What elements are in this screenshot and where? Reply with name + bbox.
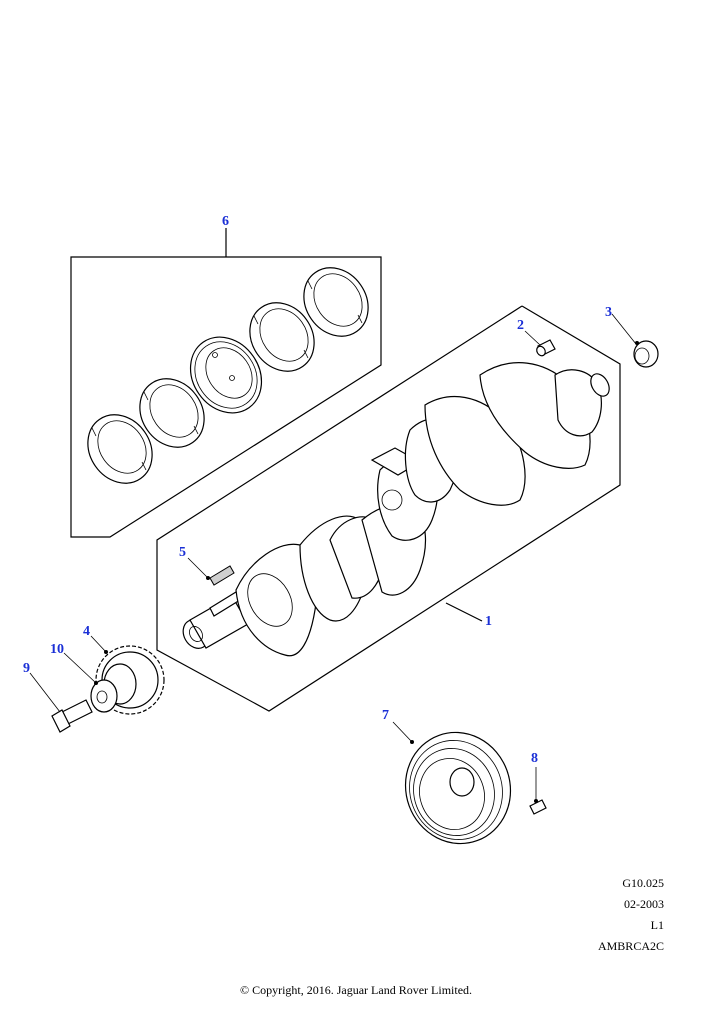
callout-7: 7 [382,708,389,723]
callout-9: 9 [23,661,30,676]
callout-1: 1 [485,614,492,629]
figure-ref: AMBRCA2C [597,939,664,953]
dowel-pin-2 [524,330,556,357]
bearing-shell-5 [303,267,369,337]
main-bearing-shells [87,267,369,484]
dowel-pin-8 [529,767,547,815]
crankshaft [182,362,610,657]
figure-date: 02-2003 [624,897,664,911]
bearing-shell-1 [87,414,153,484]
washer-10 [63,652,118,713]
pilot-bush-3 [611,313,659,368]
copyright-notice: © Copyright, 2016. Jaguar Land Rover Lim… [239,983,473,997]
callout-3: 3 [605,305,612,320]
bearing-shell-2 [139,378,205,448]
bearing-shell-4 [249,302,315,372]
bolt-9 [29,672,93,733]
callout-4: 4 [83,624,90,639]
crankshaft-group-frame [156,305,621,712]
key-5-leader [187,557,210,580]
crankshaft-pulley-7 [392,721,512,845]
callout-5: 5 [179,545,186,560]
callout-8: 8 [531,751,538,766]
figure-level: L1 [650,918,664,932]
bearing-shells-group-frame [70,228,382,538]
figure-code: G10.025 [622,876,664,890]
callout-2: 2 [517,318,524,333]
callout-6: 6 [222,214,229,229]
callout-10: 10 [50,642,64,657]
bearing-shell-3-thrust [189,336,263,414]
